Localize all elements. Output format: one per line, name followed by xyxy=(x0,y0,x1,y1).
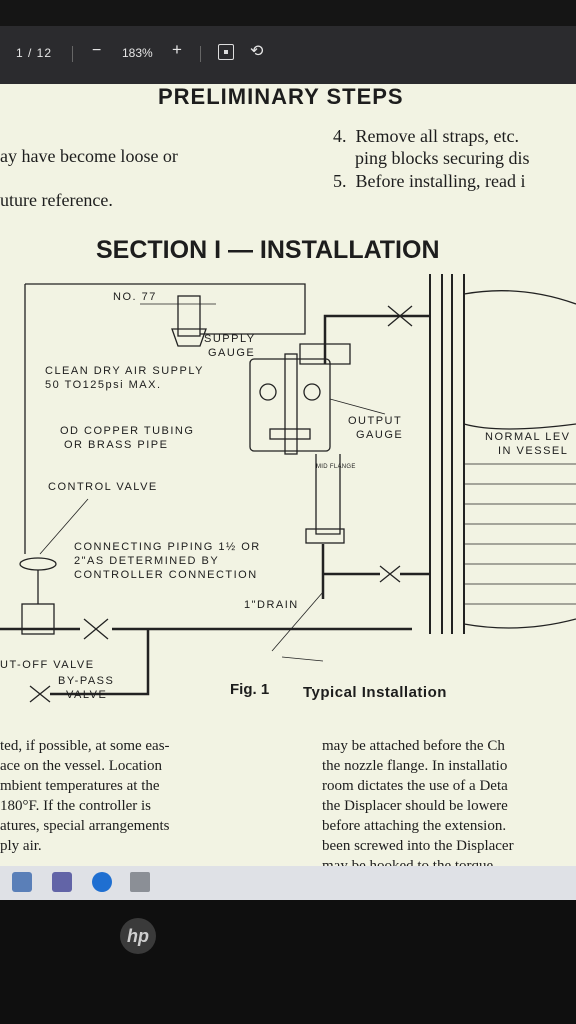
list-item: 4. Remove all straps, etc. xyxy=(333,126,519,146)
taskbar xyxy=(0,866,576,900)
text-line: the nozzle flange. In installatio xyxy=(322,758,508,774)
text-line: may be attached before the Ch xyxy=(322,738,505,754)
diagram-label: 1"DRAIN xyxy=(244,599,299,611)
hp-logo: hp xyxy=(120,918,156,954)
section-title: SECTION I — INSTALLATION xyxy=(96,236,440,264)
rotate-icon[interactable]: ⟲ xyxy=(250,43,264,60)
text-line: the Displacer should be lowere xyxy=(322,798,508,814)
right-column: may be attached before the Ch the nozzle… xyxy=(322,736,514,866)
list-item: 5. Before installing, read i xyxy=(333,171,526,191)
pen-icon[interactable] xyxy=(12,872,32,892)
text-line: been screwed into the Displacer xyxy=(322,838,514,854)
text-line: atures, special arrangements xyxy=(0,818,170,834)
diagram-label: CLEAN DRY AIR SUPPLY xyxy=(45,365,204,377)
left-column: ted, if possible, at some eas- ace on th… xyxy=(0,736,170,856)
diagram-label: OR BRASS PIPE xyxy=(64,439,168,451)
page-heading: PRELIMINARY STEPS xyxy=(158,84,404,109)
pdf-toolbar: 1 / 12 − 183% + ⟲ xyxy=(0,26,576,84)
text-line: room dictates the use of a Deta xyxy=(322,778,508,794)
diagram-label: CONTROLLER CONNECTION xyxy=(74,569,258,581)
installation-diagram: NO. 77 SUPPLY GAUGE CLEAN DRY AIR SUPPLY… xyxy=(0,274,576,703)
pdf-page: PRELIMINARY STEPS ay have become loose o… xyxy=(0,84,576,866)
zoom-level: 183% xyxy=(122,46,153,60)
figure-caption: Typical Installation xyxy=(303,684,447,701)
page-indicator[interactable]: 1 / 12 xyxy=(16,46,53,60)
diagram-label: GAUGE xyxy=(356,429,403,441)
diagram-label: VALVE xyxy=(66,689,107,701)
zoom-in-button[interactable]: + xyxy=(172,40,182,59)
app-icon[interactable] xyxy=(130,872,150,892)
diagram-label: CONTROL VALVE xyxy=(48,481,158,493)
diagram-label: IN VESSEL xyxy=(498,445,568,457)
teams-icon[interactable] xyxy=(52,872,72,892)
text-line: before attaching the extension. xyxy=(322,818,507,834)
text-line: ace on the vessel. Location xyxy=(0,758,163,774)
diagram-label: BY-PASS xyxy=(58,675,114,687)
diagram-label: UT-OFF VALVE xyxy=(0,659,95,671)
diagram-label: 2"AS DETERMINED BY xyxy=(74,555,219,567)
list-item: ping blocks securing dis xyxy=(355,148,530,168)
diagram-label: SUPPLY xyxy=(204,333,256,345)
diagram-label: NO. 77 xyxy=(113,291,157,303)
left-text-line: uture reference. xyxy=(0,190,113,210)
figure-number: Fig. 1 xyxy=(230,681,270,698)
outlook-icon[interactable] xyxy=(92,872,112,892)
diagram-label: CONNECTING PIPING 1½ OR xyxy=(74,541,261,553)
text-line: may be hooked to the torque xyxy=(322,858,494,866)
zoom-out-button[interactable]: − xyxy=(92,42,102,59)
diagram-label: NORMAL LEV xyxy=(485,431,571,443)
left-text-line: ay have become loose or xyxy=(0,146,178,166)
text-line: ply air. xyxy=(0,838,42,854)
text-line: ted, if possible, at some eas- xyxy=(0,738,170,754)
diagram-label: OD COPPER TUBING xyxy=(60,425,194,437)
diagram-label: OUTPUT xyxy=(348,415,402,427)
diagram-label: GAUGE xyxy=(208,347,255,359)
fit-page-icon[interactable] xyxy=(218,44,234,60)
toolbar-divider xyxy=(72,46,73,62)
monitor-bezel: hp xyxy=(0,900,576,1024)
toolbar-divider xyxy=(200,46,201,62)
text-line: mbient temperatures at the xyxy=(0,778,160,794)
text-line: 180°F. If the controller is xyxy=(0,798,152,814)
diagram-label: 50 TO125psi MAX. xyxy=(45,379,162,391)
diagram-label: MID FLANGE xyxy=(316,464,356,470)
